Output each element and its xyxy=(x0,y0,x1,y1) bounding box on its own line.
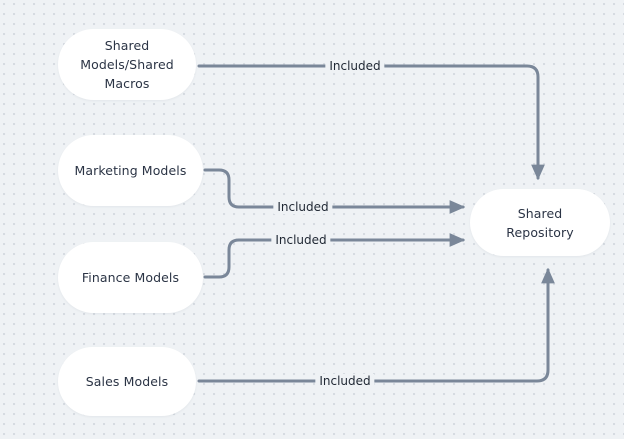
node-label: Marketing Models xyxy=(74,163,187,178)
node-sales-models[interactable]: Sales Models xyxy=(58,347,196,416)
edge-label-finance-to-repository: Included xyxy=(271,233,331,247)
edge-label-marketing-to-repository: Included xyxy=(273,200,333,214)
node-finance-models[interactable]: Finance Models xyxy=(58,242,203,313)
edge-label-shared-models-to-repository: Included xyxy=(325,59,385,73)
edge-path-sales-to-repository xyxy=(197,267,555,383)
node-label: Sales Models xyxy=(85,374,169,389)
node-shared-repository[interactable]: Shared Repository xyxy=(470,189,610,256)
node-shared-models-shared-macros[interactable]: Shared Models/Shared Macros xyxy=(58,29,196,100)
edge-path-shared-models-to-repository xyxy=(197,64,545,181)
node-label: Shared Repository xyxy=(506,205,574,240)
node-label: Shared Models/Shared Macros xyxy=(80,38,174,91)
edge-label-sales-to-repository: Included xyxy=(315,374,375,388)
edge-path-finance-to-repository xyxy=(203,233,466,279)
node-marketing-models[interactable]: Marketing Models xyxy=(58,135,203,206)
node-label: Finance Models xyxy=(81,270,180,285)
edge-path-marketing-to-repository xyxy=(203,168,466,214)
